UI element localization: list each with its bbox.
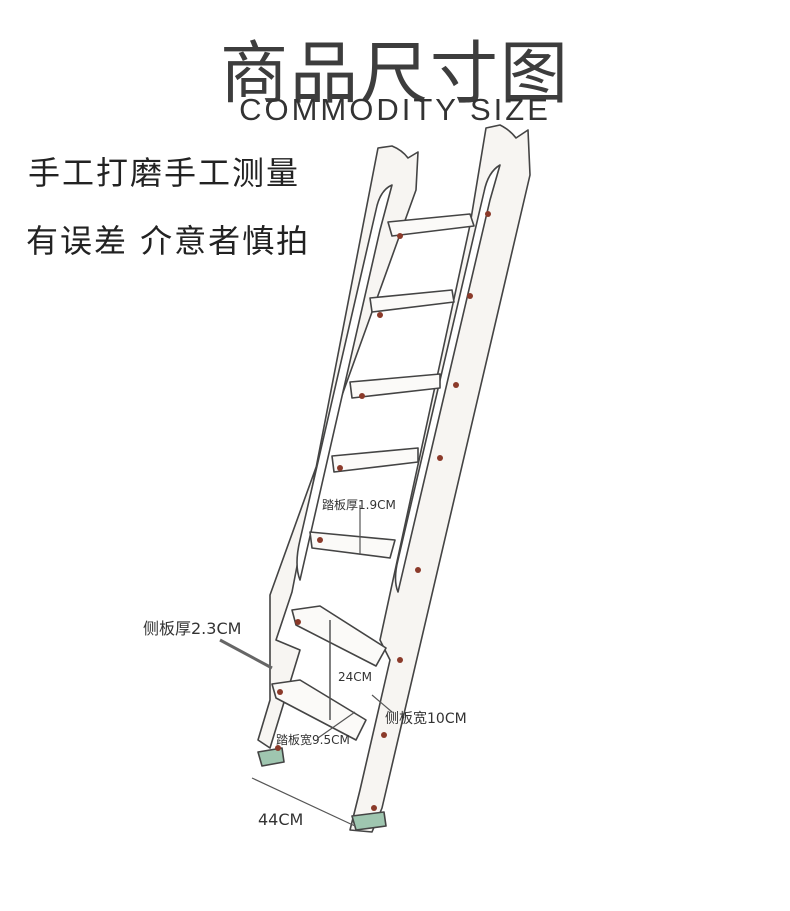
label-total-width: 44CM [258,810,303,829]
tread [271,679,367,741]
left-rail-slot [296,184,393,581]
dim-line-side-thickness [219,638,273,670]
right-rail-slot [394,164,501,593]
tread [387,213,475,237]
page-title: 商品尺寸图 [219,35,570,114]
screw-dots [275,211,491,811]
page-subtitle: COMMODITY SIZE [239,92,551,127]
label-tread-thickness: 踏板厚1.9CM [322,498,396,512]
dim-line-tread-width [317,711,356,739]
dim-line-side-width [371,694,393,713]
tread [349,373,441,399]
foot-left [257,747,285,767]
foot-right [351,811,387,831]
label-tread-width: 踏板宽9.5CM [276,732,350,747]
note-handmade: 手工打磨手工测量 [28,154,301,192]
tread [369,289,455,313]
label-side-width: 侧板宽10CM [385,710,467,727]
tread [331,447,419,473]
label-side-thickness: 侧板厚2.3CM [143,619,241,638]
tread [309,531,396,559]
right-rail [349,124,531,833]
note-tolerance: 有误差 介意者慎拍 [26,222,311,260]
treads [271,213,475,741]
label-step-spacing: 24CM [338,670,372,684]
dim-line-total-width [251,777,356,827]
tread [291,605,387,667]
